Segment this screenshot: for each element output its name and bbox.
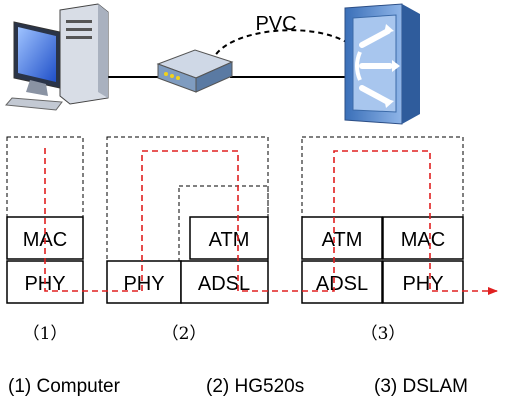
computer-upper-dashed-region [6,136,84,218]
pvc-label: PVC [255,13,296,35]
dslam-phy-box [382,260,464,304]
dslam-upper-dashed-region [301,136,464,218]
dslam-mac-box [382,216,464,260]
hg520s-adsl-label: ADSL [198,273,250,295]
dslam-number: （3） [361,324,406,344]
pvc-dashed-arc [211,29,356,63]
dslam-icon [344,3,420,125]
hg520s-caption: (2) HG520s [206,376,304,397]
dslam-atm-box [301,216,383,260]
hg520s-number: （2） [162,324,207,344]
modem-icon [156,49,234,93]
dslam-atm-label: ATM [322,229,363,251]
hg520s-stack: ATM PHY ADSL [106,136,269,304]
dslam-adsl-box [301,260,383,304]
dslam-caption: (3) DSLAM [374,376,468,397]
data-flow-path [44,148,498,295]
dslam-stack: ATM MAC ADSL PHY [301,136,464,304]
hg520s-phy-label: PHY [123,273,164,295]
dslam-adsl-label: ADSL [316,273,368,295]
dslam-phy-label: PHY [402,273,443,295]
dslam-mac-label: MAC [401,229,445,251]
hg520s-atm-label: ATM [209,229,250,251]
hg520s-phy-box [106,260,182,304]
computer-caption: (1) Computer [8,376,121,397]
hg520s-adsl-box [180,260,269,304]
computer-icon [4,3,109,111]
computer-number: （1） [23,324,68,344]
hg520s-atm-box [189,216,269,260]
